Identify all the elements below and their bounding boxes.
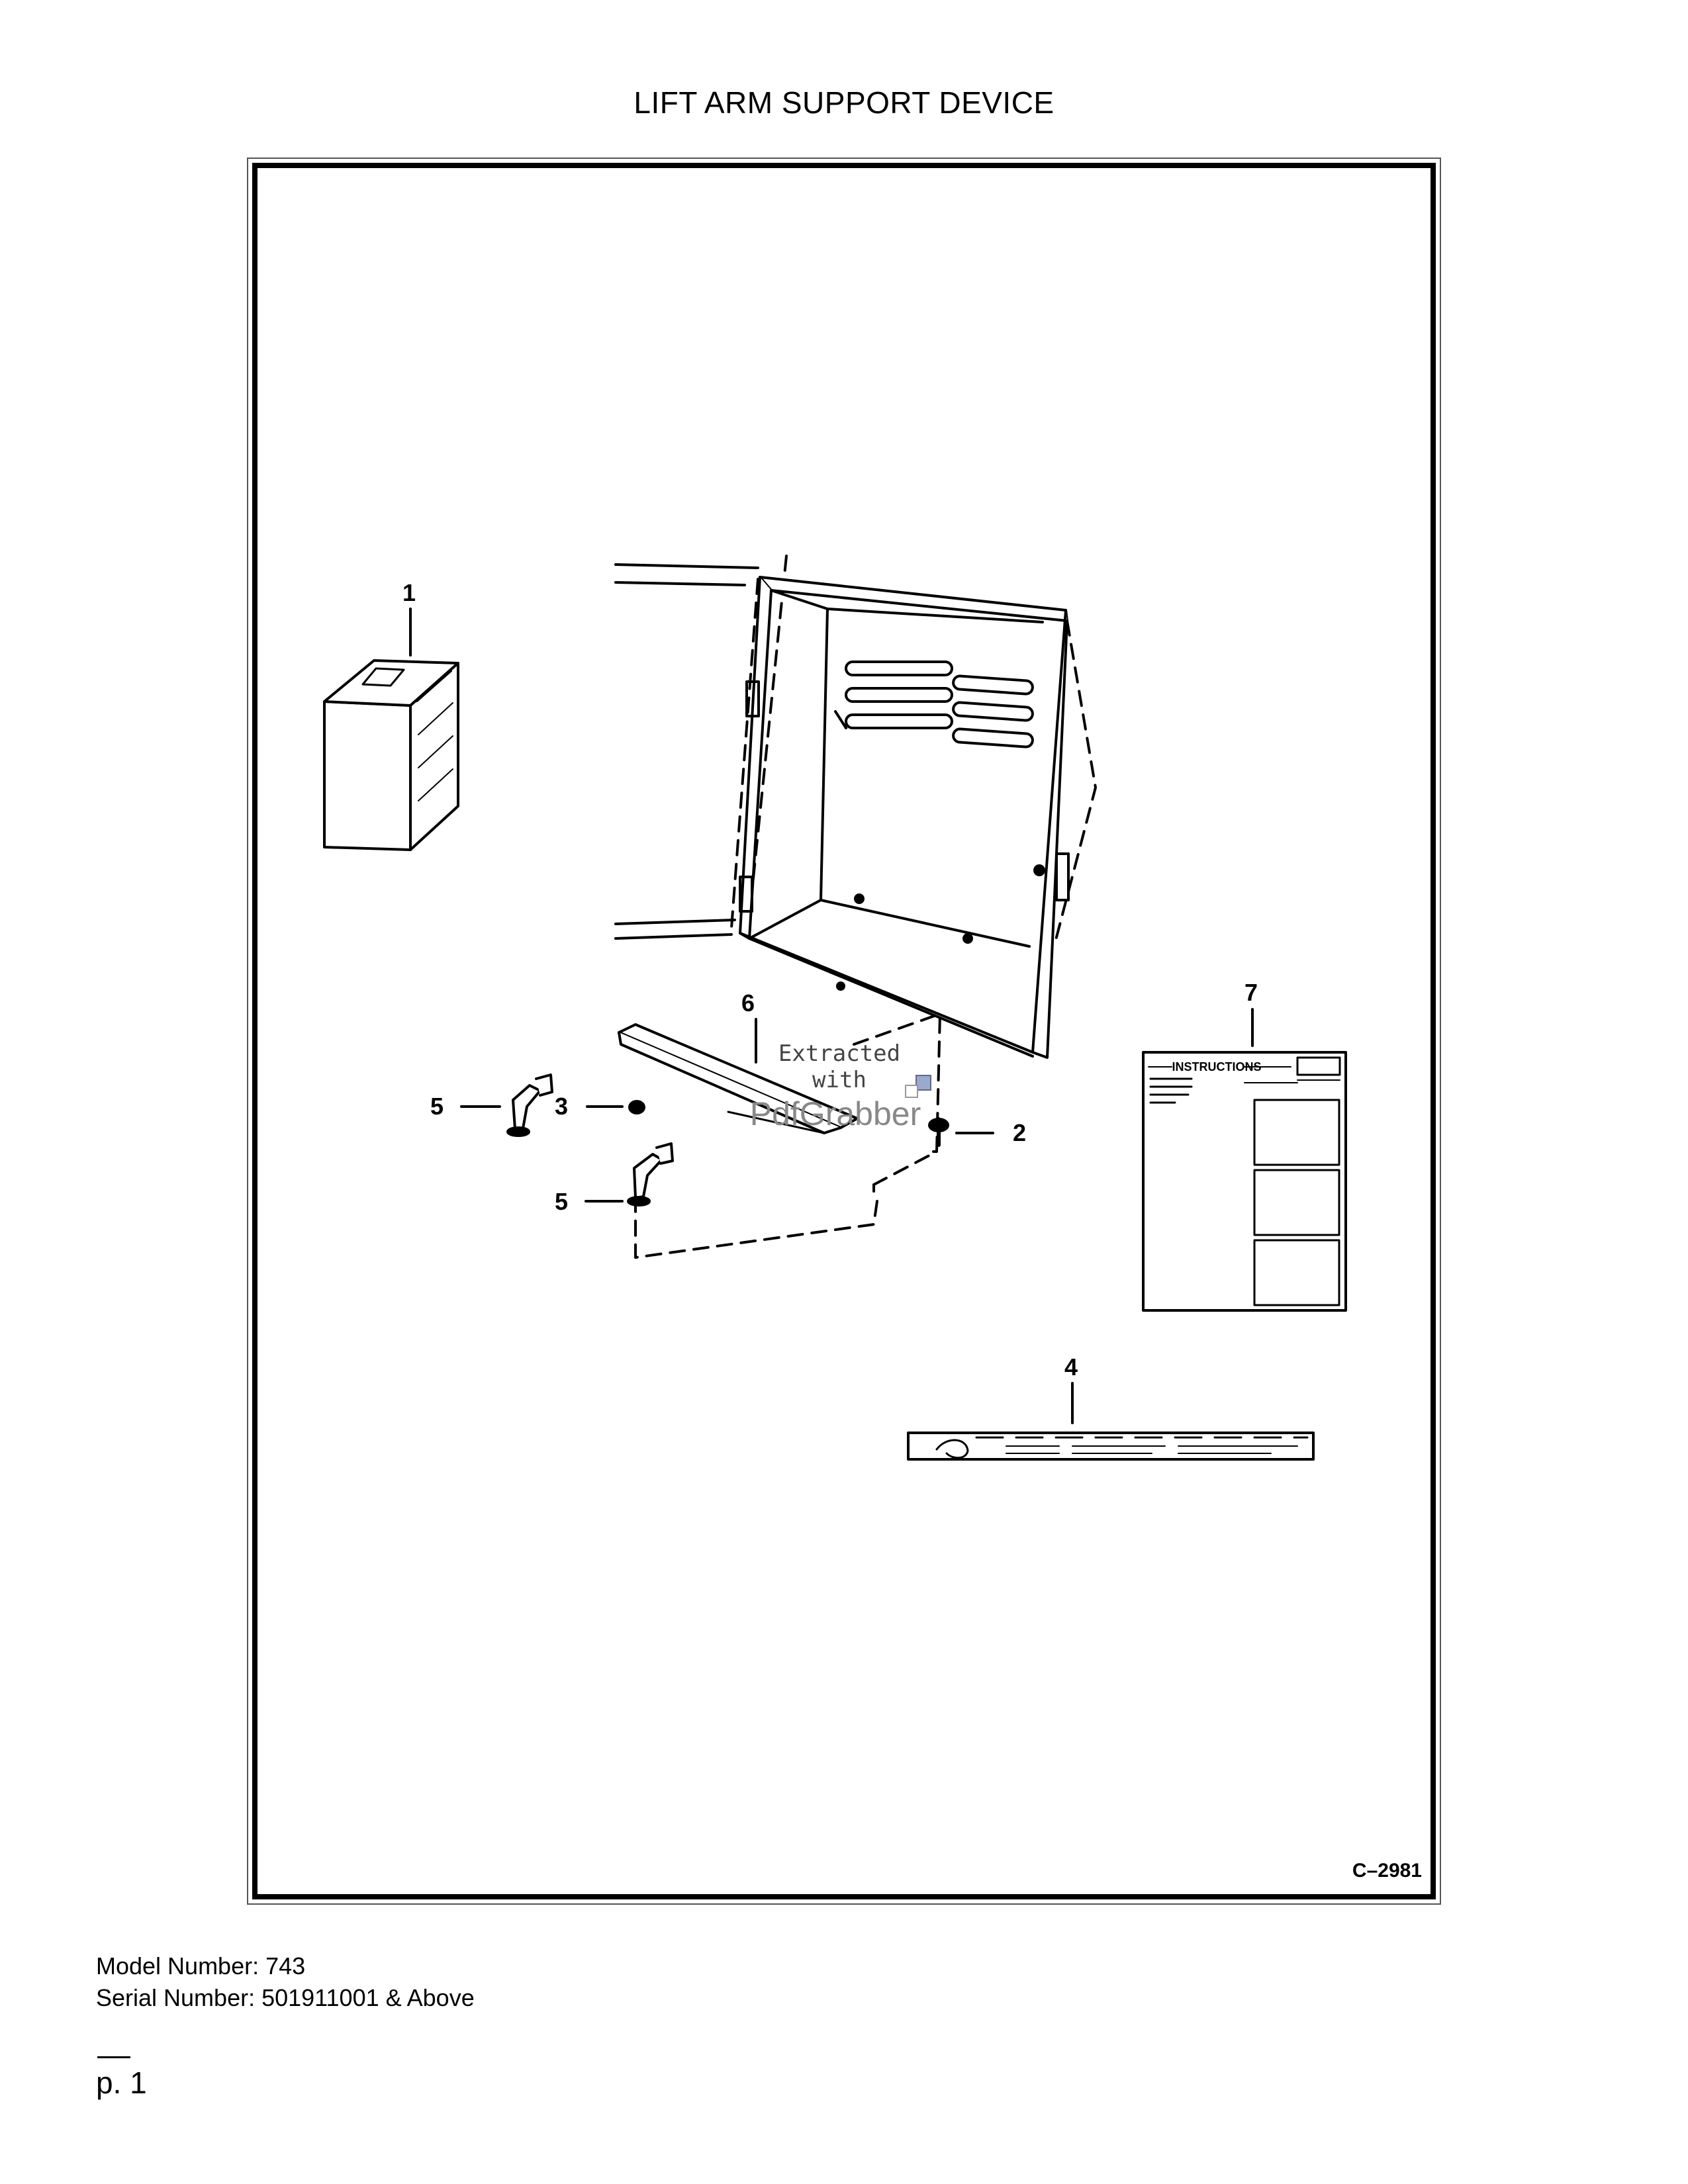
callout-1: 1 — [402, 579, 416, 606]
callout-7: 7 — [1244, 979, 1258, 1006]
callout-2: 2 — [1013, 1119, 1026, 1146]
watermark-logo-icon — [915, 1075, 931, 1091]
page-number: p. 1 — [96, 2066, 147, 2100]
instruction-sheet-heading: INSTRUCTIONS — [1172, 1060, 1262, 1073]
extraction-watermark: Extracted with PdfGrabber — [750, 1040, 931, 1132]
watermark-line-2: with — [812, 1067, 867, 1093]
illustration-frame — [252, 163, 1436, 1899]
illustration-frame-outer — [247, 158, 1441, 1905]
callout-5-lower: 5 — [555, 1188, 568, 1215]
item-3-nut — [628, 1100, 645, 1115]
watermark-brand: PdfGrabber — [750, 1095, 921, 1132]
item-1-box — [323, 659, 459, 851]
watermark-line-1: Extracted — [778, 1040, 900, 1067]
figure-code: C–2981 — [1352, 1860, 1422, 1882]
item-5-pin-upper — [506, 1073, 553, 1137]
page-title: LIFT ARM SUPPORT DEVICE — [633, 85, 1055, 120]
item-4-decal — [907, 1432, 1315, 1461]
model-number: Model Number: 743 — [96, 1952, 306, 1979]
callout-5-upper: 5 — [430, 1093, 444, 1120]
page-number-rule — [97, 2056, 130, 2058]
main-frame-panel — [614, 555, 1097, 1059]
leader-lines — [409, 608, 1254, 1424]
callout-3: 3 — [555, 1093, 568, 1120]
item-5-pin-lower — [627, 1142, 674, 1206]
item-2-bolt — [928, 1118, 949, 1147]
item-7-instruction-sheet — [1142, 1051, 1347, 1312]
serial-number: Serial Number: 501911001 & Above — [96, 1984, 475, 2011]
callout-6: 6 — [741, 989, 755, 1017]
item-6-support-channel — [618, 1023, 859, 1134]
callout-4: 4 — [1064, 1353, 1078, 1381]
